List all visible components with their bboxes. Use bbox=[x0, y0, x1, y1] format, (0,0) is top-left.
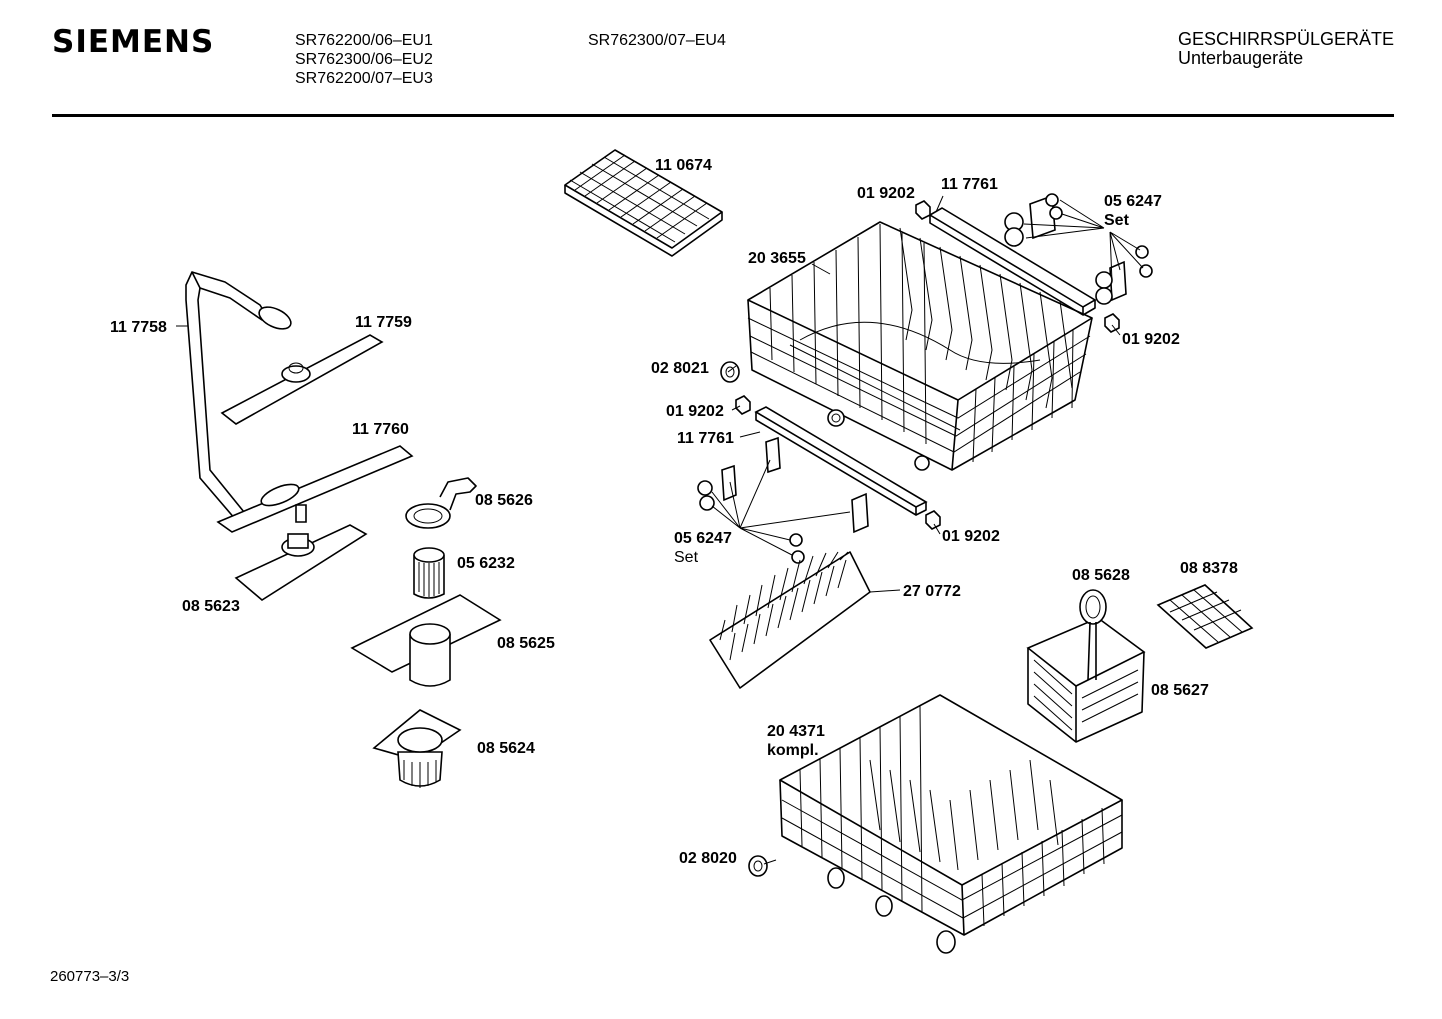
part-number: 01 9202 bbox=[1122, 331, 1180, 348]
part-number: 20 3655 bbox=[748, 250, 806, 267]
part-number: 02 8021 bbox=[651, 360, 709, 377]
micro-filter-drawing bbox=[372, 709, 462, 788]
model-number: SR762200/07–EU3 bbox=[295, 70, 433, 87]
part-label-set: Set bbox=[674, 549, 699, 566]
header-divider bbox=[52, 114, 1394, 117]
part-number: 11 0674 bbox=[655, 157, 712, 174]
spray-arm-pipe-drawing bbox=[185, 271, 292, 521]
part-number: 11 7760 bbox=[352, 421, 409, 438]
part-number: 08 5624 bbox=[477, 740, 535, 757]
fine-filter-plate-drawing bbox=[234, 524, 368, 601]
category-main: GESCHIRRSPÜLGERÄTE bbox=[1178, 29, 1395, 49]
part-number: 01 9202 bbox=[942, 528, 1000, 545]
upper-rail-drawing bbox=[928, 207, 1097, 316]
part-number: 08 5626 bbox=[475, 492, 533, 509]
category-title: GESCHIRRSPÜLGERÄTE Unterbaugeräte bbox=[1178, 30, 1394, 68]
part-label-kompl: kompl. bbox=[767, 742, 819, 759]
wheel-drawing-lower bbox=[748, 855, 768, 877]
lower-spray-arm-drawing bbox=[216, 445, 414, 533]
model-number: SR762200/06–EU1 bbox=[295, 32, 433, 49]
leader-lines bbox=[176, 195, 1121, 865]
part-number: 27 0772 bbox=[903, 583, 961, 600]
part-number: 11 7758 bbox=[110, 319, 167, 336]
part-number: 01 9202 bbox=[857, 185, 915, 202]
part-number: 05 6247 bbox=[1104, 193, 1162, 210]
cutlery-insert-drawing bbox=[1156, 584, 1254, 649]
part-number: 08 8378 bbox=[1180, 560, 1238, 577]
brand-logo: SIEMENS bbox=[52, 24, 215, 60]
filter-cylinder-drawing bbox=[413, 547, 445, 599]
part-number: 11 7761 bbox=[677, 430, 734, 447]
part-number: 11 7759 bbox=[355, 314, 412, 331]
lower-rail-drawing bbox=[754, 406, 928, 516]
part-number: 08 5627 bbox=[1151, 682, 1209, 699]
clip-drawing bbox=[735, 200, 1120, 530]
part-number: 11 7761 bbox=[941, 176, 998, 193]
model-list-2: SR762300/07–EU4 bbox=[588, 31, 726, 50]
part-number: 02 8020 bbox=[679, 850, 737, 867]
flat-filter-drawing bbox=[350, 594, 502, 687]
part-number: 20 4371 bbox=[767, 723, 825, 740]
wheel-drawing-upper bbox=[720, 361, 740, 383]
part-number: 08 5623 bbox=[182, 598, 240, 615]
upper-spray-arm-drawing bbox=[220, 334, 384, 425]
cutlery-basket-drawing bbox=[1026, 589, 1146, 743]
part-labels: 11 0674 01 9202 11 7761 05 6247 Set 20 3… bbox=[110, 157, 1238, 867]
part-label-set: Set bbox=[1104, 212, 1130, 229]
pipe-connector-drawing bbox=[405, 477, 477, 529]
lower-basket-drawing bbox=[779, 694, 1123, 954]
model-list-1: SR762200/06–EU1 SR762300/06–EU2 SR762200… bbox=[295, 31, 433, 88]
upper-basket-drawing bbox=[747, 221, 1093, 471]
cutlery-rack-drawing bbox=[564, 149, 723, 257]
part-number: 08 5628 bbox=[1072, 567, 1130, 584]
part-number: 01 9202 bbox=[666, 403, 724, 420]
roller-set-drawing-lower bbox=[697, 436, 869, 564]
part-number: 05 6247 bbox=[674, 530, 732, 547]
model-number: SR762300/06–EU2 bbox=[295, 51, 433, 68]
folding-rack-drawing bbox=[709, 551, 901, 689]
part-number: 05 6232 bbox=[457, 555, 515, 572]
drawing-number: 260773–3/3 bbox=[50, 968, 130, 985]
model-number: SR762300/07–EU4 bbox=[588, 32, 726, 49]
part-number: 08 5625 bbox=[497, 635, 555, 652]
category-sub: Unterbaugeräte bbox=[1178, 48, 1304, 68]
roller-set-drawing-top bbox=[1004, 193, 1153, 305]
